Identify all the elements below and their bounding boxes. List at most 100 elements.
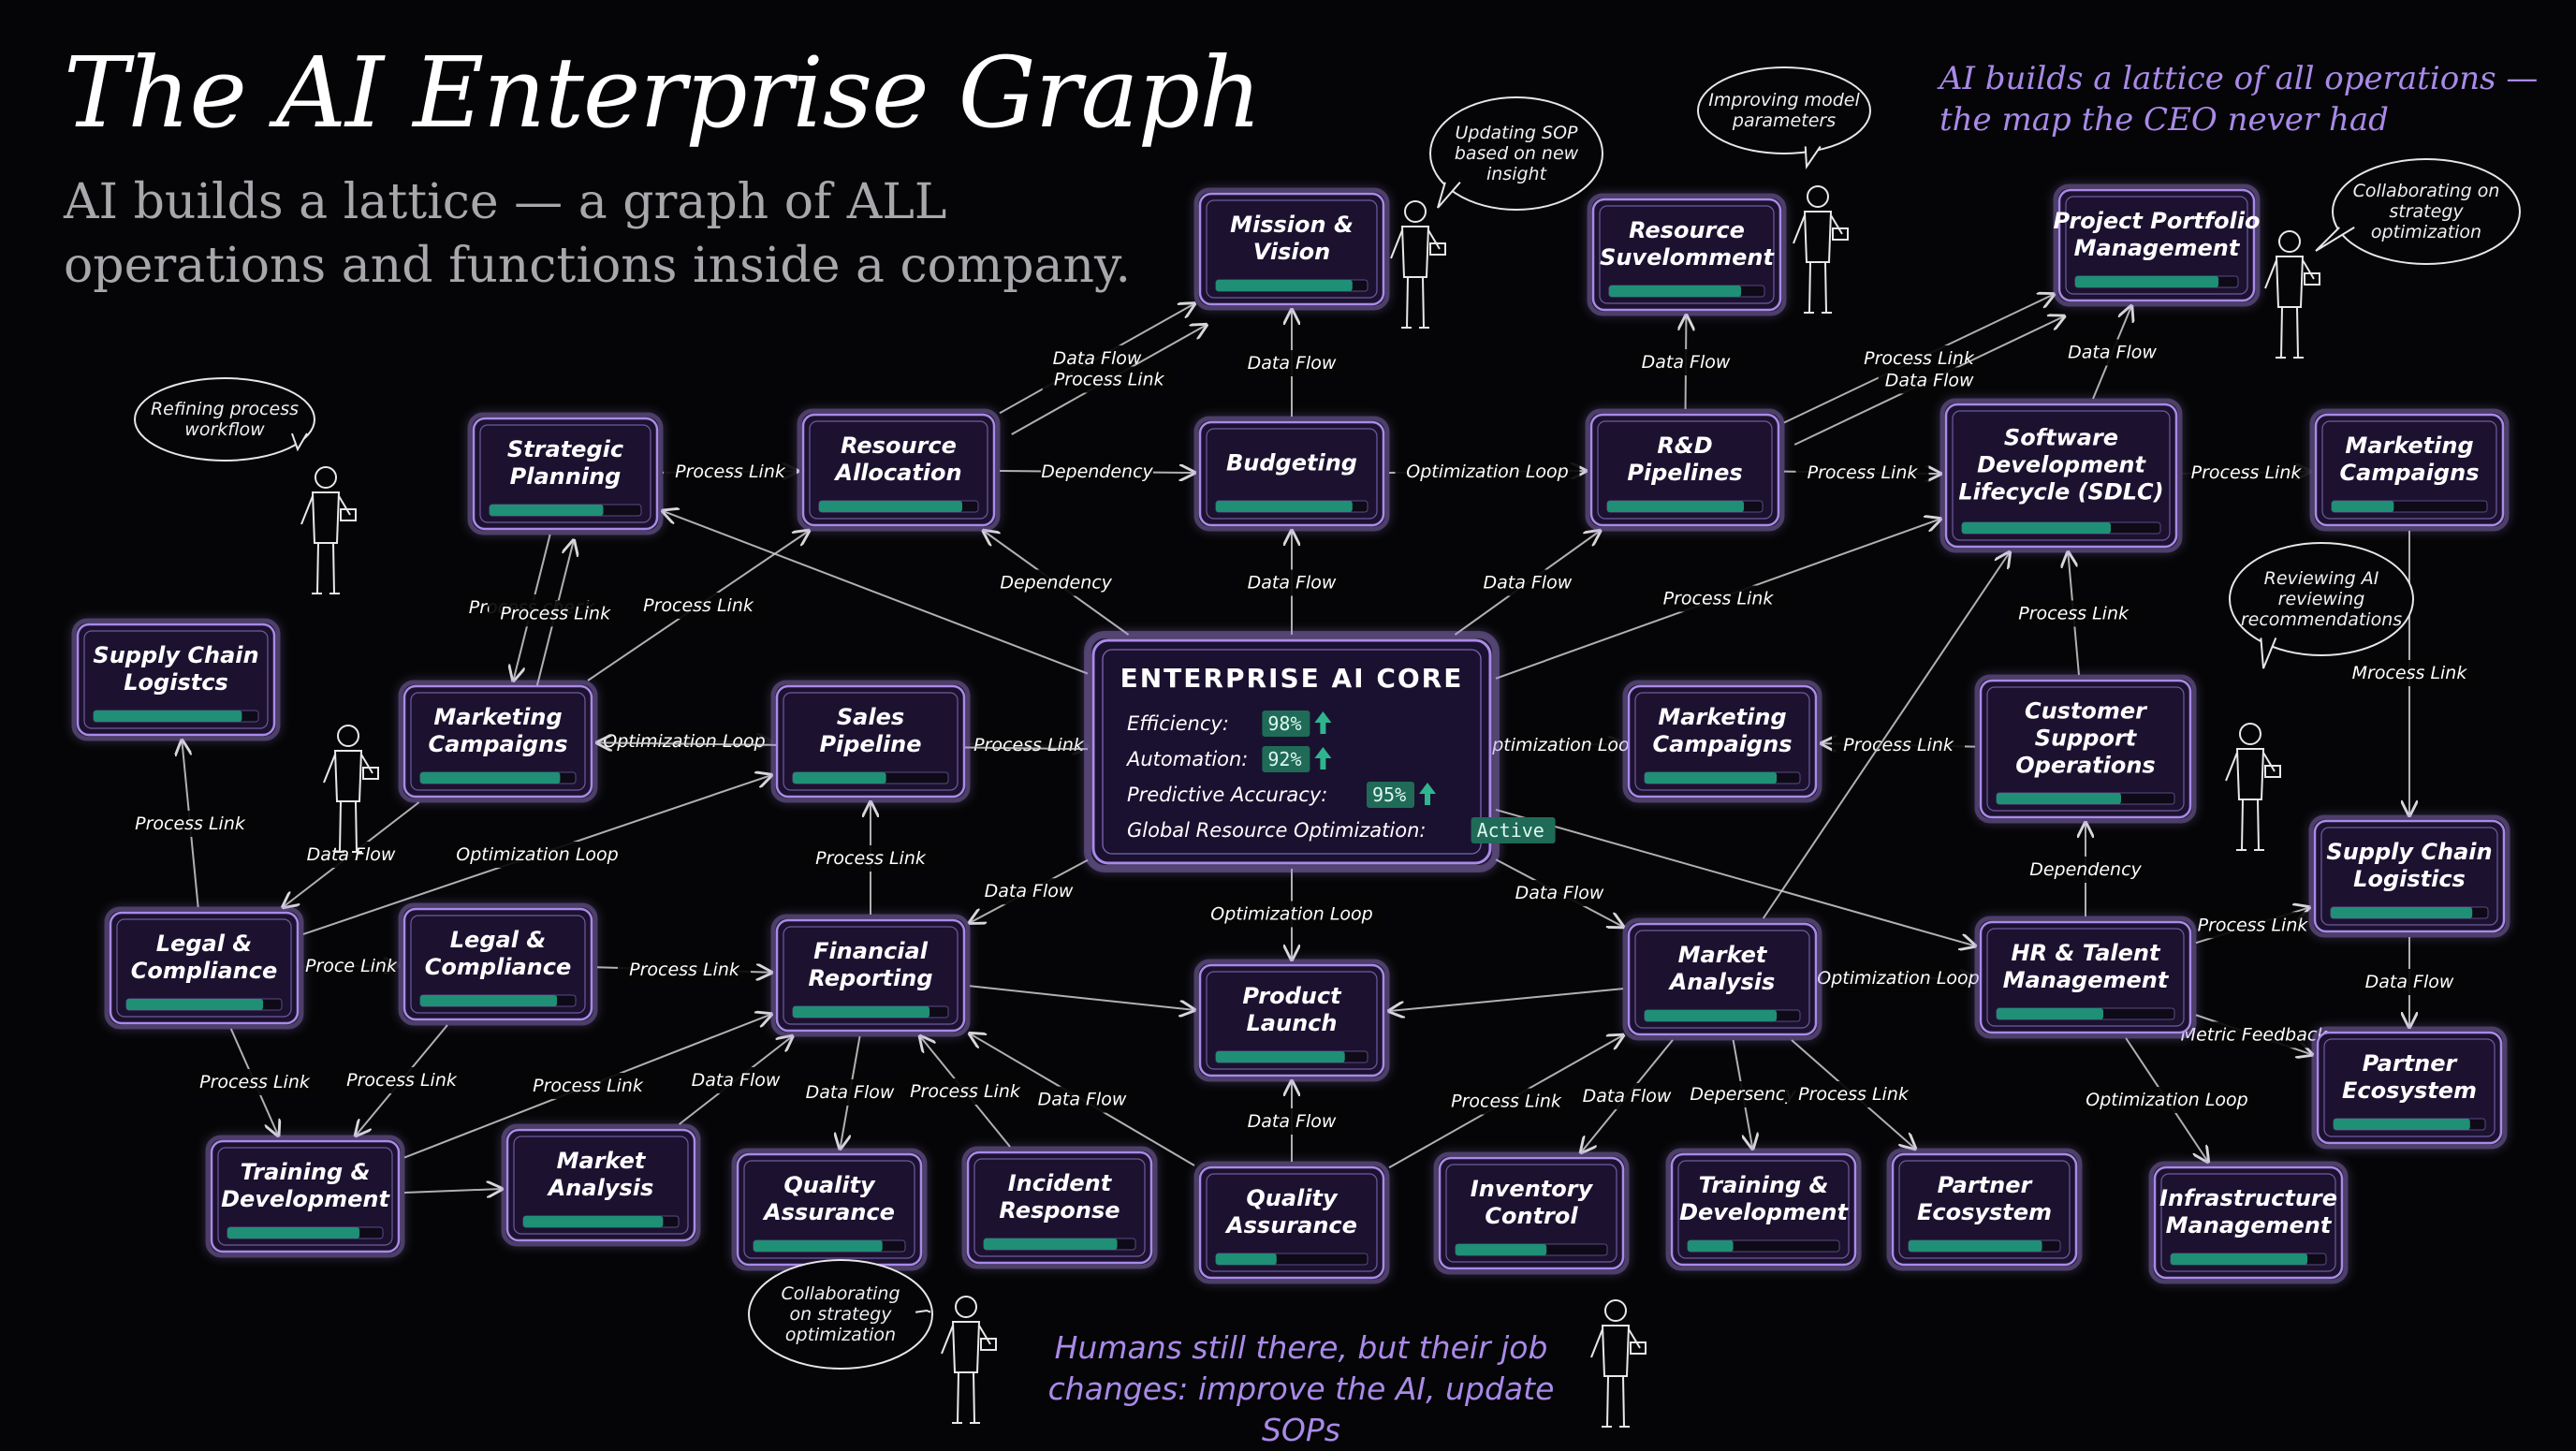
progress-fill <box>2334 1119 2470 1130</box>
node-legal-left[interactable]: Legal &Compliance <box>104 906 304 1030</box>
edge-label: Process Link <box>629 960 740 980</box>
node-budgeting[interactable]: Budgeting <box>1193 416 1390 532</box>
edge-label-bg <box>1787 1081 1920 1107</box>
core-metric-global-resource-optimization: Global Resource Optimization:Active <box>1127 817 1556 843</box>
edge-legal-mid-to-training-left: Process Link <box>335 1024 468 1136</box>
progress-fill <box>1607 501 1745 512</box>
edge-label-bg <box>489 600 622 627</box>
edge-core-to-strategic <box>663 511 1089 675</box>
edge-fin-report-to-qa-left: Data Flow <box>798 1035 901 1149</box>
edge-label-bg <box>1476 569 1579 596</box>
edge-legal-left-to-legal-mid: Proce Link <box>295 953 407 979</box>
edge-label: Optimization Loop <box>1210 904 1372 925</box>
node-box <box>210 1139 401 1253</box>
edge-mkt-left-to-sales: Optimization Loop <box>592 728 777 755</box>
edge-label: Dependency <box>1000 573 1112 594</box>
edge-label: Process Link <box>1864 348 1975 369</box>
node-box <box>2153 1165 2344 1280</box>
edge-label-bg <box>1042 366 1176 393</box>
edge-label-bg <box>295 953 407 979</box>
person-icon <box>941 1296 997 1424</box>
edge-label: Process Link <box>675 462 786 482</box>
edge-label: Process Link <box>2191 462 2303 483</box>
edge-sdlc-to-mkt-top-right: Process Link <box>2179 459 2313 486</box>
edge-label: Process Link <box>1054 370 1165 390</box>
edge-core-to-market-analysis-mid: Data Flow <box>1495 858 1623 927</box>
edge-label-bg <box>2074 1087 2260 1113</box>
up-arrow-icon <box>1314 747 1332 769</box>
edge-market-analysis-mid-to-inventory: Data Flow <box>1575 1039 1678 1152</box>
node-box <box>76 623 276 737</box>
edge-label: Process Link <box>199 1072 311 1092</box>
edge-label-bg <box>798 1079 901 1106</box>
progress-fill <box>1216 1051 1345 1063</box>
edge-label-bg <box>962 732 1095 759</box>
node-training-mid[interactable]: Training &Development <box>1665 1148 1862 1271</box>
edge-label: Proce Link <box>305 956 398 976</box>
node-box <box>1198 420 1385 527</box>
edge-label-bg <box>2172 1021 2336 1048</box>
node-box <box>109 911 300 1025</box>
person-icon <box>323 725 379 853</box>
node-mission[interactable]: Mission &Vision <box>1193 187 1390 311</box>
edge-label: Process Link <box>533 1076 644 1096</box>
node-legal-mid[interactable]: Legal &Compliance <box>398 902 598 1026</box>
edge-fin-report-to-product-launch <box>969 985 1194 1010</box>
edge-label: Mrocess Link <box>2352 663 2468 683</box>
edge-label-bg <box>300 842 402 868</box>
node-box <box>1670 1152 1857 1267</box>
edge-resource-alloc-to-budgeting: Dependency <box>999 459 1194 486</box>
progress-fill <box>523 1216 664 1227</box>
edge-hr-to-infra: Optimization Loop <box>2074 1037 2260 1162</box>
edge-label: Optimization Loop <box>1817 968 1979 989</box>
edge-label: Process Link <box>1451 1092 1562 1112</box>
edge-label-bg <box>1575 1083 1678 1109</box>
edge-line <box>1389 988 1624 1011</box>
edge-label-bg <box>664 459 797 486</box>
core-title: ENTERPRISE AI CORE <box>1120 663 1464 694</box>
node-training-left[interactable]: Training &Development <box>205 1135 405 1258</box>
enterprise-ai-core[interactable]: ENTERPRISE AI COREEfficiency:98%Automati… <box>1084 631 1556 872</box>
edge-core-to-product-launch: Optimization Loop <box>1199 869 1384 960</box>
edge-budgeting-to-rnd: Optimization Loop <box>1388 459 1586 486</box>
core-metric-label: Global Resource Optimization: <box>1127 819 1426 842</box>
progress-fill <box>1645 772 1778 784</box>
progress-fill <box>1609 286 1742 297</box>
edge-label: Data Flow <box>1583 1086 1672 1107</box>
progress-fill <box>490 505 604 516</box>
